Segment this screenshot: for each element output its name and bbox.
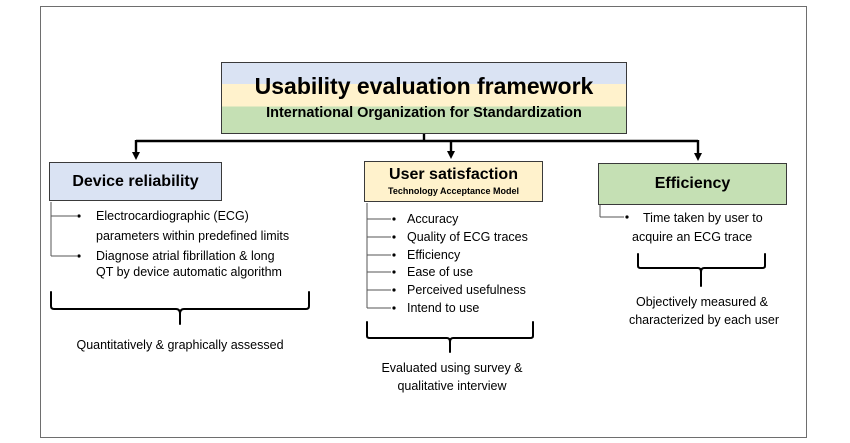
satisfaction-item: Ease of use (407, 265, 474, 279)
bracket-satisfaction (366, 321, 534, 353)
user-satisfaction-title: User satisfaction (389, 166, 518, 183)
device-reliability-box: Device reliability (49, 162, 222, 201)
efficiency-note-line: Objectively measured & (635, 295, 768, 309)
efficiency-title: Efficiency (654, 175, 731, 192)
reliability-item: Diagnose atrial fibrillation & long (96, 249, 275, 263)
reliability-item: QT by device automatic algorithm (96, 265, 282, 279)
satisfaction-item: Intend to use (407, 301, 480, 315)
reliability-item: Electrocardiographic (ECG) (96, 209, 249, 223)
satisfaction-item: Accuracy (407, 212, 459, 226)
tree-connectors (132, 134, 702, 161)
satisfaction-item: Quality of ECG traces (407, 230, 528, 244)
bracket-reliability (50, 291, 310, 325)
bullet-dots (77, 214, 629, 310)
satisfaction-note-line: Evaluated using survey & (381, 361, 523, 375)
item-leaders (50, 202, 624, 309)
user-satisfaction-box: User satisfaction Technology Acceptance … (364, 161, 543, 202)
user-satisfaction-subtitle: Technology Acceptance Model (387, 186, 520, 196)
diagram-frame (40, 6, 807, 438)
satisfaction-item: Efficiency (407, 248, 461, 262)
satisfaction-note-line: qualitative interview (397, 379, 507, 393)
reliability-note: Quantitatively & graphically assessed (76, 338, 284, 352)
framework-title-box: Usability evaluation framework Internati… (221, 62, 627, 134)
efficiency-note-line: characterized by each user (628, 313, 780, 327)
efficiency-item: acquire an ECG trace (632, 230, 753, 244)
brackets (50, 253, 766, 353)
efficiency-item: Time taken by user to (643, 211, 763, 225)
satisfaction-item: Perceived usefulness (407, 283, 526, 297)
bracket-efficiency (637, 253, 766, 287)
reliability-item: parameters within predefined limits (96, 229, 290, 243)
device-reliability-title: Device reliability (72, 172, 199, 190)
efficiency-box: Efficiency (598, 163, 787, 205)
framework-subtitle: International Organization for Standardi… (266, 105, 582, 121)
framework-title: Usability evaluation framework (254, 73, 594, 99)
